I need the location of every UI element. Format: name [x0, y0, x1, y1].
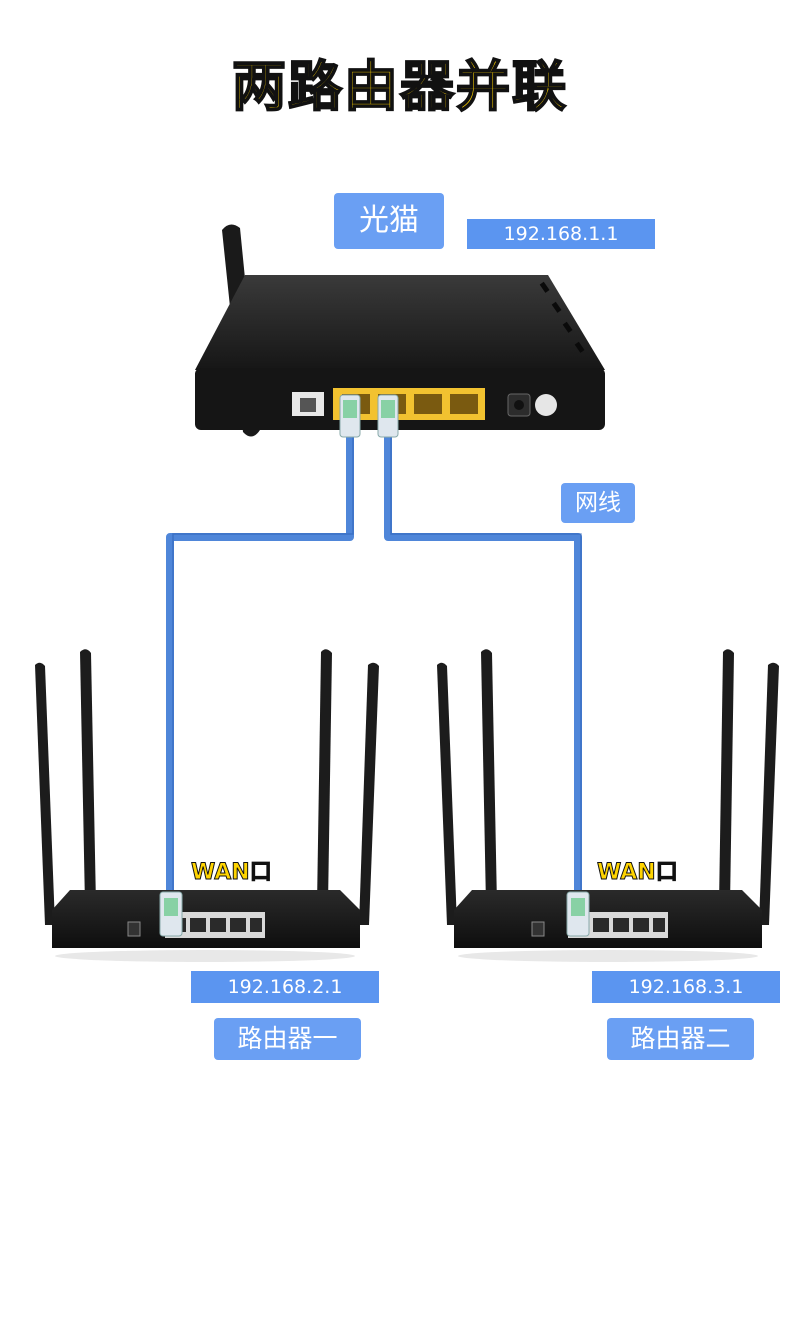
- router1-ip: 192.168.2.1: [191, 971, 379, 1003]
- router2-ip: 192.168.3.1: [592, 971, 780, 1003]
- cable-label: 网线: [561, 483, 635, 523]
- router2-label: 路由器二: [607, 1018, 754, 1060]
- cable-to-router2: [384, 430, 582, 895]
- modem-label: 光猫: [334, 193, 444, 249]
- modem-power-button: [535, 394, 557, 416]
- modem-ip: 192.168.1.1: [467, 219, 655, 249]
- router2-wan-label: WAN口: [597, 860, 679, 886]
- diagram-title: 两路由器并联: [231, 54, 568, 119]
- router2-device: [437, 649, 779, 962]
- cable-to-router1: [166, 430, 354, 895]
- router1-device: [35, 649, 379, 962]
- modem-device: [195, 224, 605, 438]
- router1-wan-label: WAN口: [191, 860, 273, 886]
- router1-label: 路由器一: [214, 1018, 361, 1060]
